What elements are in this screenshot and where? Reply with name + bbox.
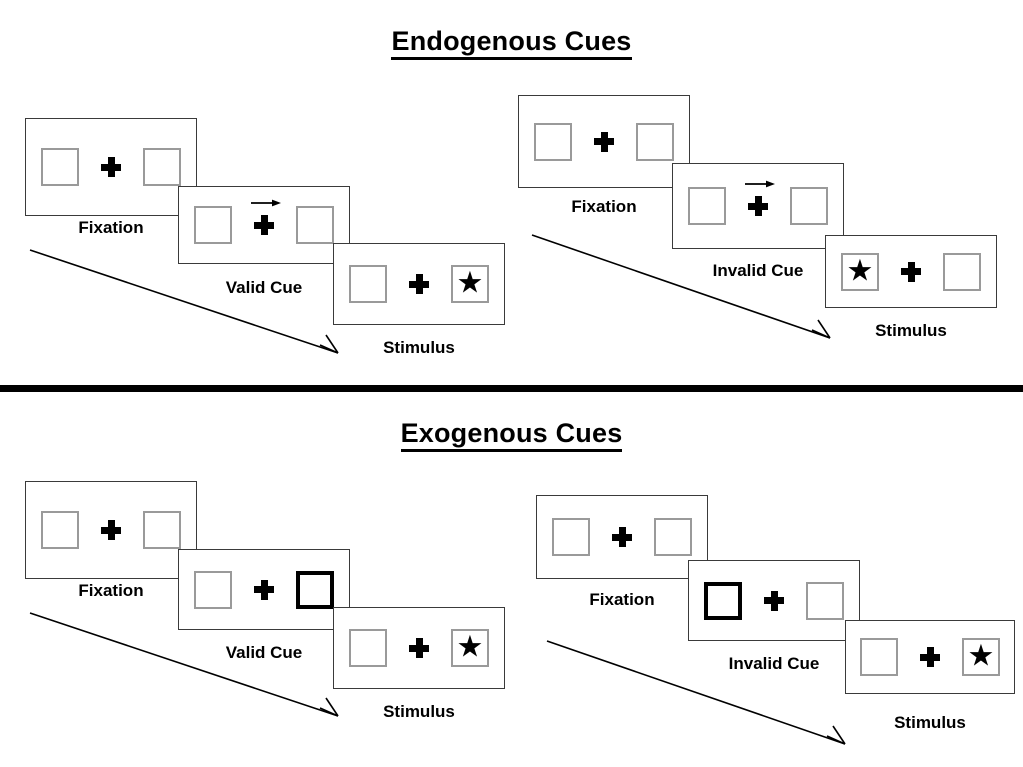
plus-cross-icon — [920, 638, 940, 676]
trial-panel-valid-cue-exogenous[interactable] — [178, 549, 350, 630]
left-box — [860, 638, 898, 676]
star-icon: ★ — [846, 253, 874, 287]
trial-panel-valid-cue-endogenous[interactable] — [178, 186, 350, 264]
right-box-with-target: ★ — [962, 638, 1000, 676]
left-box — [552, 518, 590, 556]
left-box — [41, 148, 79, 186]
time-flow-arrow-exogenous-valid — [29, 612, 339, 717]
panel-content: ★ — [826, 236, 996, 307]
plus-cross-icon — [251, 199, 281, 244]
plus-cross-icon — [901, 253, 921, 291]
panel-content — [537, 496, 707, 578]
plus-cross-icon — [409, 265, 429, 303]
right-box — [806, 581, 844, 620]
plus-cross-icon — [594, 123, 614, 161]
trial-panel-invalid-cue-exogenous[interactable] — [688, 560, 860, 641]
left-box — [688, 187, 726, 225]
section-title-endogenous-text: Endogenous Cues — [391, 26, 632, 60]
section-title-exogenous: Exogenous Cues — [0, 418, 1023, 452]
plus-cross-icon — [409, 629, 429, 667]
panel-label-fixation-exogenous-valid: Fixation — [78, 581, 144, 600]
trial-panel-stimulus-endogenous-valid[interactable]: ★ — [333, 243, 505, 325]
panel-content — [26, 482, 196, 578]
right-box — [636, 122, 674, 161]
panel-label-stimulus-endogenous-valid: Stimulus — [383, 338, 455, 357]
left-box — [41, 511, 79, 549]
left-box — [194, 206, 232, 244]
panel-content: ★ — [334, 244, 504, 324]
right-box — [654, 518, 692, 556]
trial-panel-stimulus-exogenous-valid[interactable]: ★ — [333, 607, 505, 689]
panel-label-fixation-exogenous-invalid: Fixation — [589, 590, 655, 609]
right-box — [143, 148, 181, 186]
right-box-with-target: ★ — [451, 265, 489, 303]
panel-content: ★ — [334, 608, 504, 688]
arrow-right-icon — [745, 180, 775, 188]
right-box — [943, 252, 981, 291]
star-icon: ★ — [456, 266, 484, 300]
section-divider — [0, 385, 1023, 392]
trial-panel-invalid-cue-endogenous[interactable] — [672, 163, 844, 249]
panel-content — [673, 164, 843, 248]
star-icon: ★ — [967, 639, 995, 673]
panel-label-stimulus-exogenous-valid: Stimulus — [383, 702, 455, 721]
panel-content — [689, 561, 859, 640]
panel-label-fixation-endogenous-valid: Fixation — [78, 218, 144, 237]
right-box-with-target: ★ — [451, 629, 489, 667]
panel-label-stimulus-endogenous-invalid: Stimulus — [875, 321, 947, 340]
right-box-cued — [296, 570, 334, 609]
plus-cross-icon — [764, 582, 784, 620]
panel-content: ★ — [846, 621, 1014, 693]
plus-cross-icon — [254, 571, 274, 609]
panel-label-invalid-cue-endogenous: Invalid Cue — [712, 261, 804, 280]
right-box — [143, 511, 181, 549]
panel-content — [26, 119, 196, 215]
time-flow-arrow-endogenous-valid — [29, 249, 339, 354]
left-box-cued — [704, 581, 742, 620]
left-box-with-target: ★ — [841, 252, 879, 291]
left-box — [534, 122, 572, 161]
panel-content — [519, 96, 689, 187]
right-box — [790, 187, 828, 225]
plus-cross-icon — [101, 511, 121, 549]
star-icon: ★ — [456, 630, 484, 664]
left-box — [349, 629, 387, 667]
trial-panel-fixation-endogenous-valid[interactable] — [25, 118, 197, 216]
left-box — [349, 265, 387, 303]
panel-label-fixation-endogenous-invalid: Fixation — [571, 197, 637, 216]
plus-cross-icon — [745, 180, 775, 225]
time-flow-arrow-endogenous-invalid — [531, 234, 831, 339]
panel-label-valid-cue-endogenous: Valid Cue — [225, 278, 303, 297]
plus-cross-icon — [101, 148, 121, 186]
panel-content — [179, 187, 349, 263]
trial-panel-stimulus-exogenous-invalid[interactable]: ★ — [845, 620, 1015, 694]
section-title-endogenous: Endogenous Cues — [0, 26, 1023, 60]
trial-panel-fixation-endogenous-invalid[interactable] — [518, 95, 690, 188]
plus-cross-icon — [612, 518, 632, 556]
arrow-right-icon — [251, 199, 281, 207]
left-box — [194, 570, 232, 609]
time-flow-arrow-exogenous-invalid — [546, 640, 846, 745]
right-box — [296, 206, 334, 244]
panel-label-invalid-cue-exogenous: Invalid Cue — [728, 654, 820, 673]
trial-panel-stimulus-endogenous-invalid[interactable]: ★ — [825, 235, 997, 308]
panel-label-valid-cue-exogenous: Valid Cue — [225, 643, 303, 662]
section-title-exogenous-text: Exogenous Cues — [400, 418, 623, 452]
trial-panel-fixation-exogenous-valid[interactable] — [25, 481, 197, 579]
panel-label-stimulus-exogenous-invalid: Stimulus — [894, 713, 966, 732]
trial-panel-fixation-exogenous-invalid[interactable] — [536, 495, 708, 579]
panel-content — [179, 550, 349, 629]
